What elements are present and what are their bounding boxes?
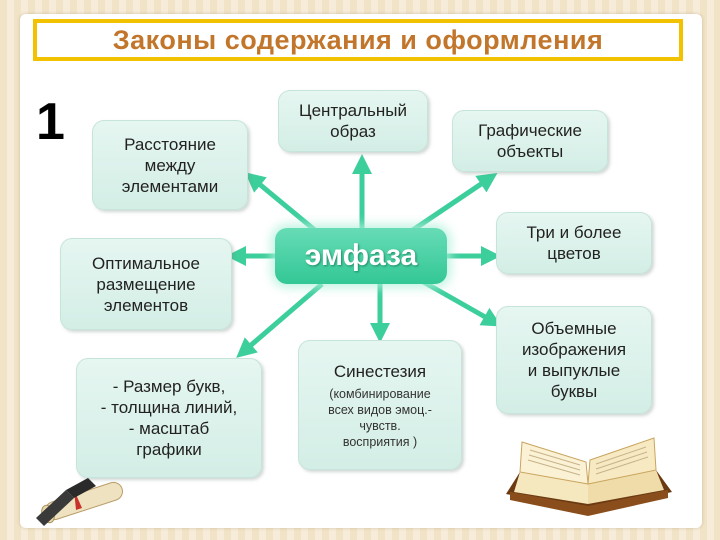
node-three-colors: Три и более цветов [496, 212, 652, 274]
node-line: изображения [521, 340, 627, 359]
node-line: элементов [103, 295, 189, 315]
node-graphic-objects: Графические объекты [452, 110, 608, 172]
sub-line: (комбинирование [329, 386, 431, 401]
node-line: между [144, 155, 196, 175]
sub-line: всех видов эмоц.- [328, 402, 432, 417]
sub-line: чувств. [359, 418, 401, 433]
node-line: Графические [478, 121, 582, 140]
book-icon [506, 437, 672, 516]
node-title: Синестезия [333, 361, 427, 381]
node-line: элементами [121, 176, 219, 196]
node-size: - Размер букв, - толщина линий, - масшта… [76, 358, 262, 478]
node-line: графики [136, 440, 202, 459]
node-line: Объемные [531, 319, 617, 338]
node-central-image: Центральный образ [278, 90, 428, 152]
node-line: Оптимальное [92, 253, 200, 273]
arrow-to-distance [245, 172, 324, 238]
node-line: образ [330, 122, 376, 141]
node-line: размещение [96, 274, 196, 294]
node-distance: Расстояние между элементами [92, 120, 248, 210]
node-volume-images: Объемные изображения и выпуклые буквы [496, 306, 652, 414]
node-synesthesia: Синестезия (комбинирование всех видов эм… [298, 340, 462, 470]
arrow-to-graphic-objects [402, 172, 498, 239]
node-line: - толщина линий, [100, 398, 238, 417]
node-line: и выпуклые [527, 361, 621, 380]
center-label: эмфаза [304, 239, 418, 272]
arrow-to-volume [418, 277, 502, 327]
node-subtext: (комбинирование всех видов эмоц.- чувств… [328, 386, 432, 450]
node-line: буквы [550, 382, 598, 401]
node-line: цветов [547, 244, 601, 263]
node-line: Центральный [299, 101, 407, 120]
node-line: Три и более [526, 223, 622, 242]
slide-number: 1 [36, 93, 65, 151]
center-node-emphasis: эмфаза [275, 228, 447, 284]
node-line: объекты [496, 142, 564, 161]
diploma-icon [36, 478, 123, 526]
node-line: - масштаб [128, 419, 210, 438]
arrow-to-size [236, 282, 324, 358]
page-title: Законы содержания и оформления [112, 24, 604, 55]
node-line: Расстояние [124, 134, 216, 154]
sub-line: восприятия ) [342, 434, 418, 449]
node-optimal-placement: Оптимальное размещение элементов [60, 238, 232, 330]
title-box: Законы содержания и оформления [33, 19, 683, 61]
node-line: - Размер букв, [112, 377, 226, 396]
